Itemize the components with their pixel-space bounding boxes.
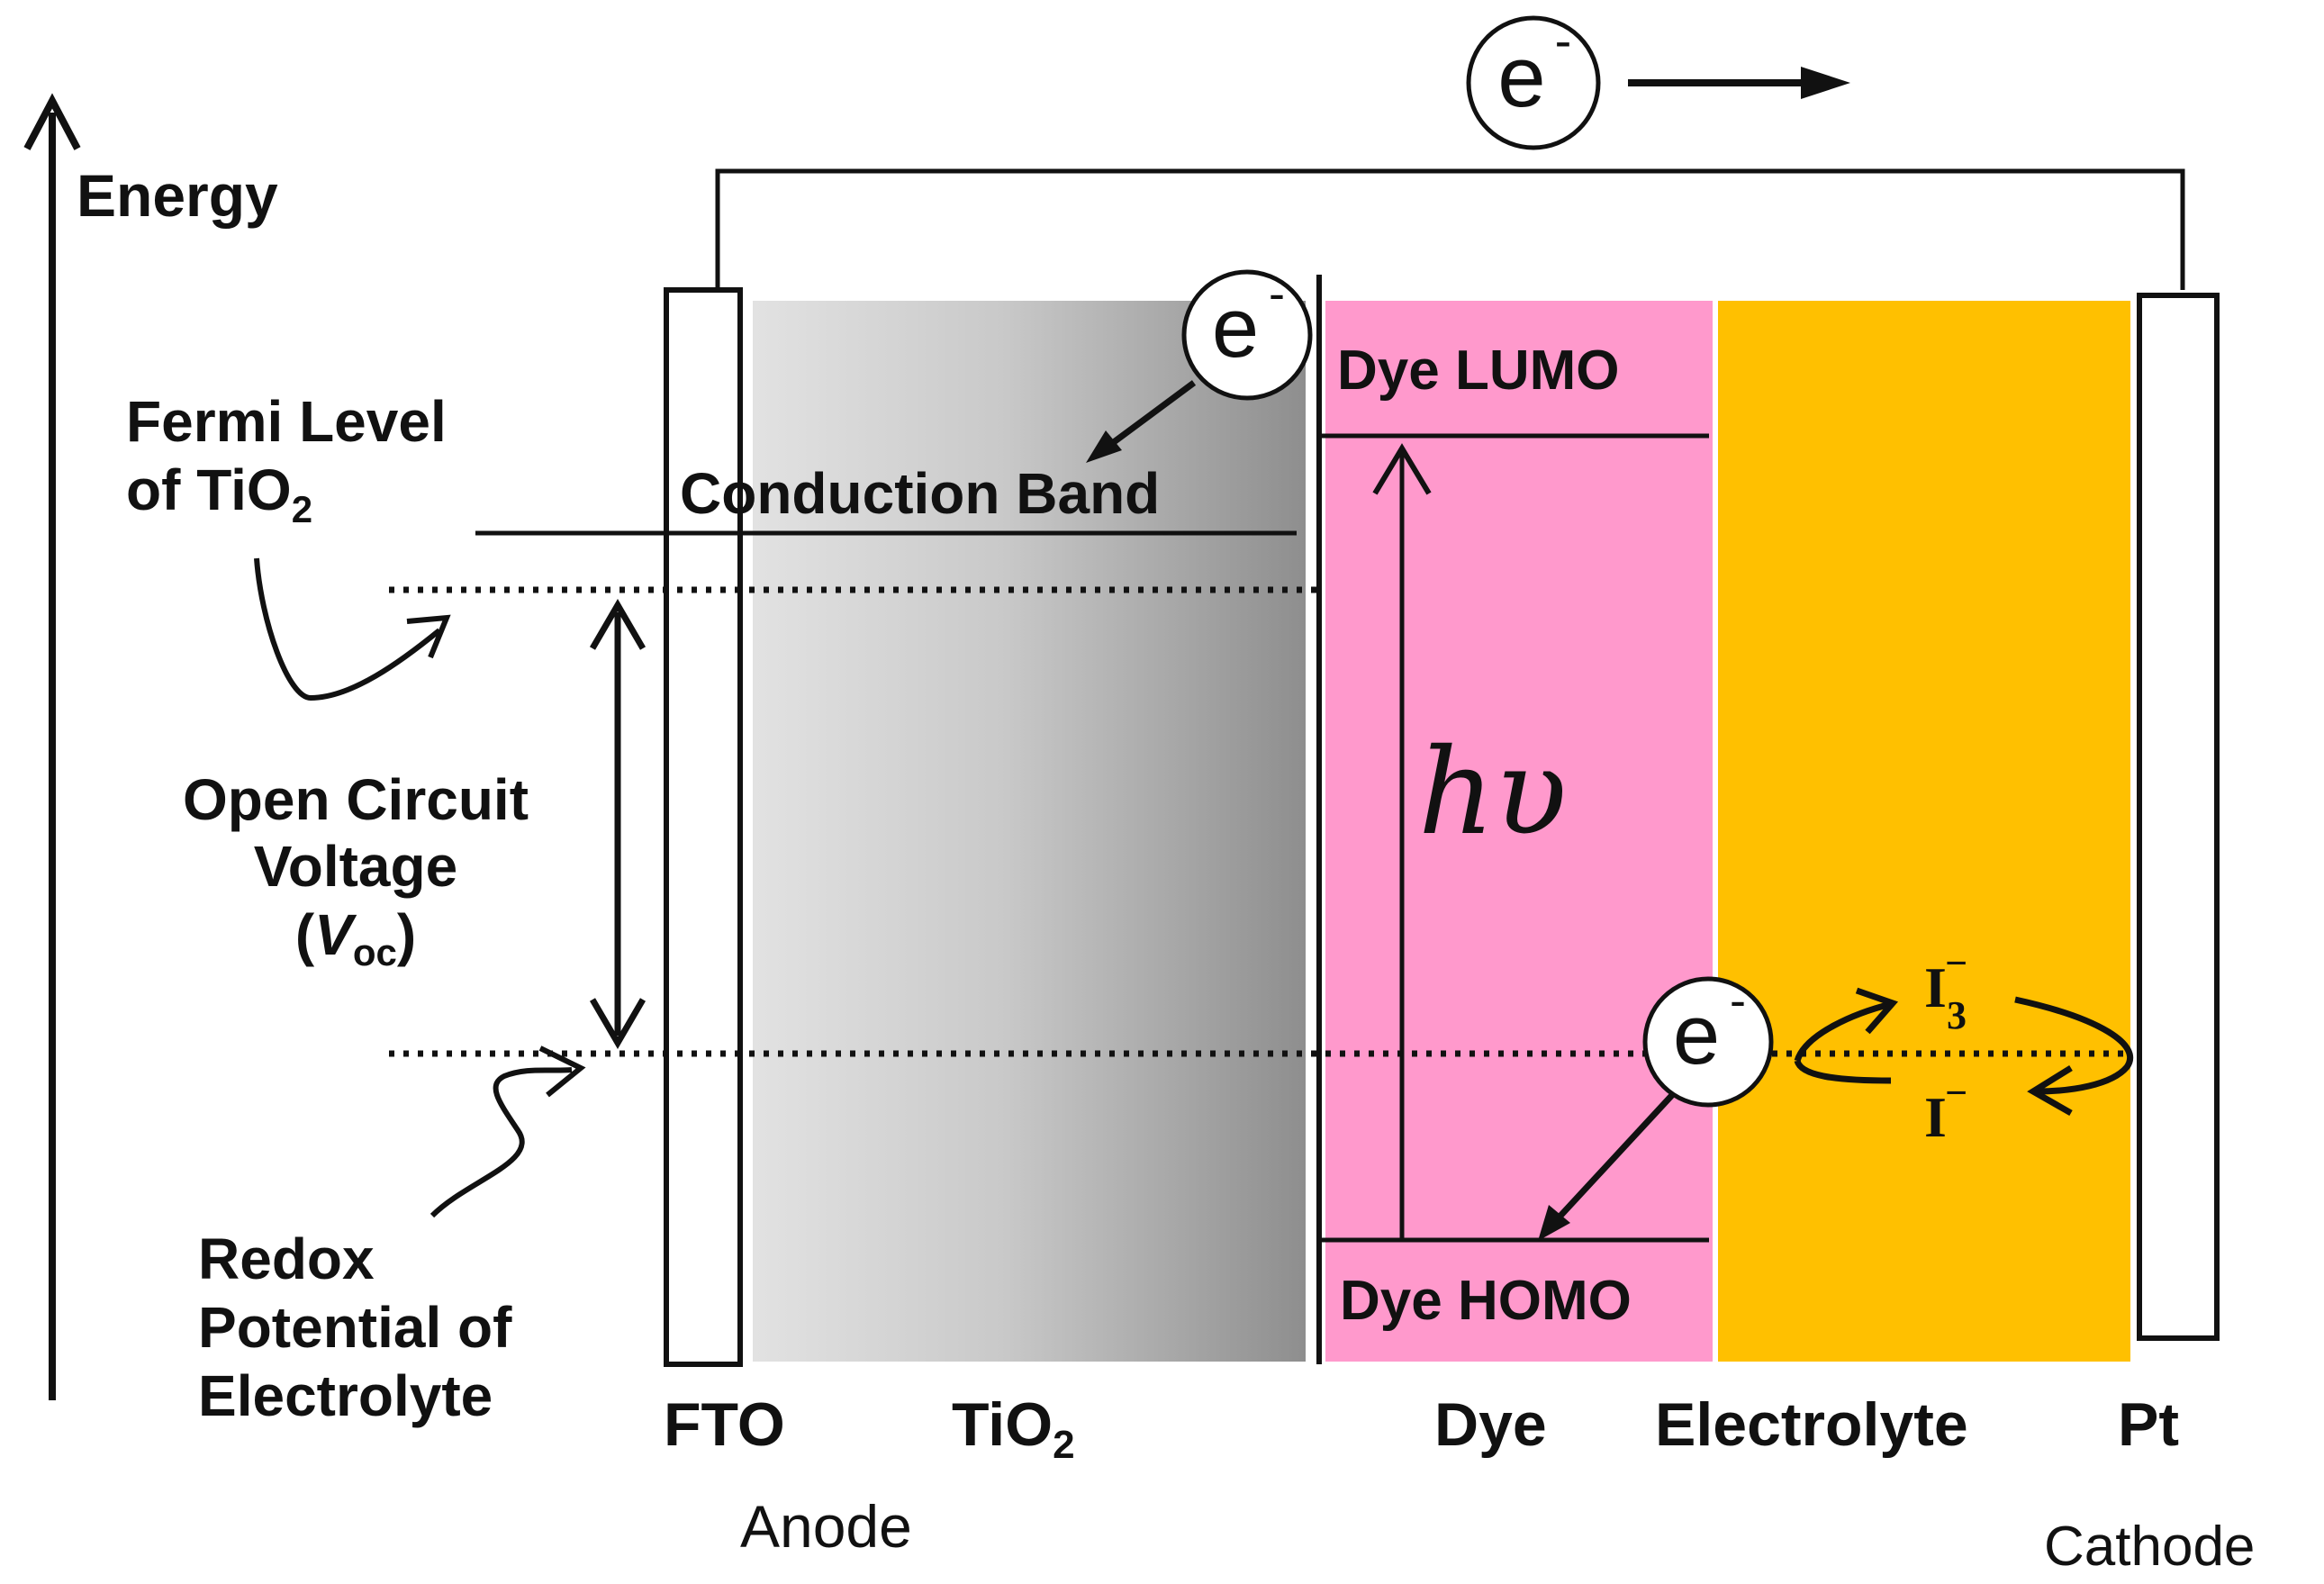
redox-pointer-arrow [430,1067,573,1218]
external-current-arrow [1628,67,1850,99]
fermi-level-label-line2: of TiO2 [126,457,312,530]
photon-excitation-arrow [1372,443,1432,1240]
triiodide-label: I 3 − [1924,941,1967,1037]
conduction-band-label: Conduction Band [680,461,1160,526]
dye-layer [1325,301,1713,1362]
redox-potential-label-line2: Potential of [198,1295,512,1360]
svg-text:−: − [1945,1071,1967,1115]
fermi-level-pointer-arrow [254,557,441,701]
svg-text:-: - [1555,12,1572,68]
fto-layer [664,287,743,1367]
svg-text:e: e [1673,987,1720,1082]
svg-text:−: − [1945,941,1967,985]
fermi-level-label: Fermi Level [126,389,447,454]
svg-text:I: I [1924,1085,1947,1149]
energy-axis [23,93,81,1400]
electrolyte-layer [1718,301,2130,1362]
svg-text:I: I [1924,955,1947,1019]
dye-label: Dye [1434,1390,1547,1459]
open-circuit-voltage-label-line2: Voltage [254,834,457,899]
redox-potential-label: Redox [198,1226,375,1291]
photon-energy-label: hυ [1418,723,1567,862]
dye-homo-label: Dye HOMO [1340,1270,1632,1332]
svg-text:e: e [1212,280,1259,375]
svg-text:e: e [1497,29,1545,125]
open-circuit-voltage-label-line3: (Voc) [295,902,416,973]
injection-arrow [1086,380,1197,463]
iodide-label: I − [1924,1071,1967,1149]
dye-lumo-label: Dye LUMO [1337,339,1619,402]
external-circuit-wire [715,168,2185,290]
tio2-label: TiO2 [952,1390,1075,1467]
svg-text:3: 3 [1947,993,1967,1037]
electrolyte-label: Electrolyte [1655,1390,1968,1459]
redox-cycle-arrows [1794,987,2134,1117]
svg-text:-: - [1269,267,1285,321]
cathode-label: Cathode [2044,1516,2255,1578]
energy-axis-label: Energy [77,162,278,229]
voc-double-arrow [589,599,647,1049]
fto-label: FTO [664,1390,785,1459]
redox-pointer-head [538,1045,586,1098]
open-circuit-voltage-label: Open Circuit [183,767,529,832]
fermi-pointer-head [406,614,451,659]
pt-layer [2137,293,2220,1341]
redox-potential-label-line3: Electrolyte [198,1363,493,1428]
pt-label: Pt [2118,1390,2179,1459]
tio2-injection-electron-icon: e - [1181,267,1313,401]
regeneration-electron-icon: e - [1642,973,1774,1108]
external-electron-icon: e - [1466,12,1601,150]
tio2-layer [753,301,1306,1362]
anode-label: Anode [740,1493,912,1560]
regeneration-arrow [1538,1091,1676,1241]
svg-text:-: - [1730,973,1746,1027]
